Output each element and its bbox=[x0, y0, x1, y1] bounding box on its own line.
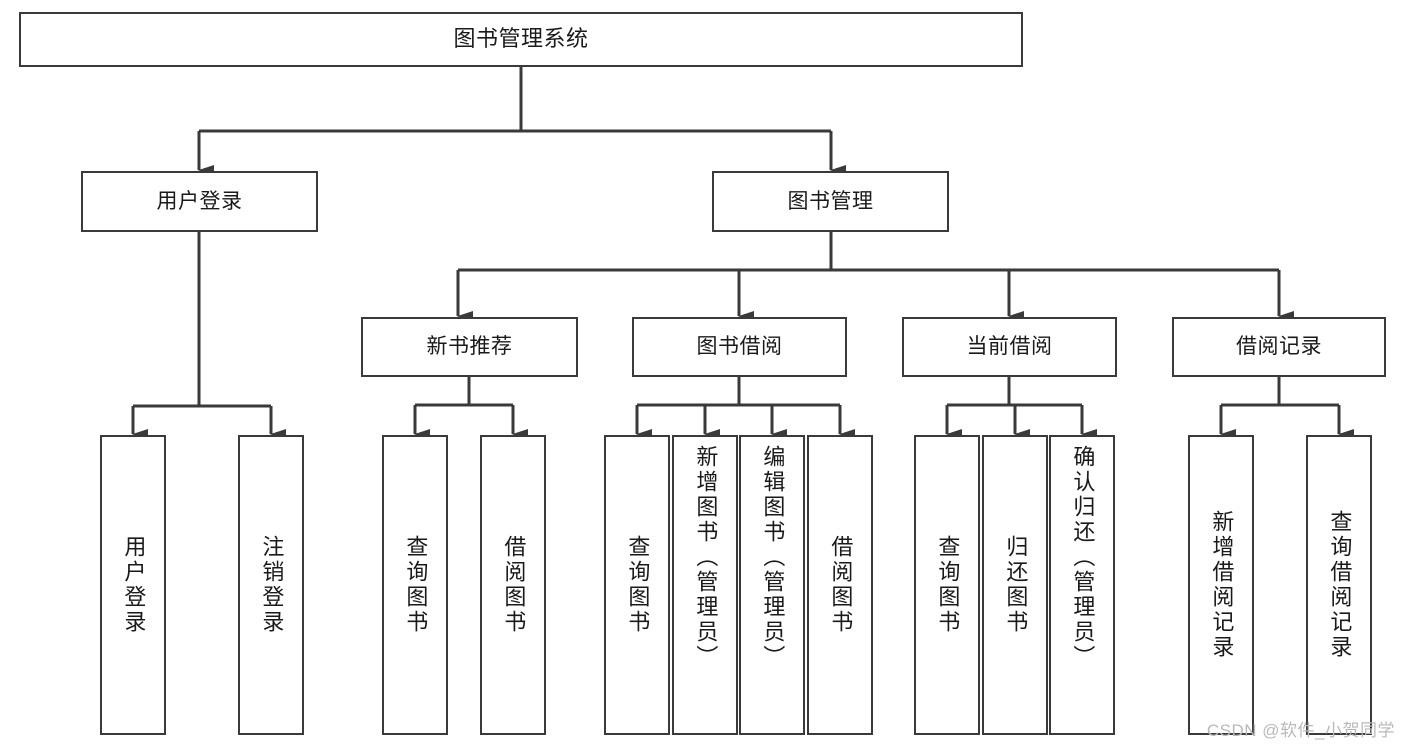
node-book-borrow[interactable]: 图书借阅 bbox=[632, 317, 847, 377]
node-label: 图书管理 bbox=[787, 189, 874, 213]
node-current-borrow[interactable]: 当前借阅 bbox=[902, 317, 1117, 377]
node-label: 归还图书 bbox=[1003, 535, 1029, 635]
node-label: 查询图书 bbox=[625, 535, 651, 635]
leaf-query-book-recommend[interactable]: 查询图书 bbox=[382, 435, 448, 735]
node-label: 确认归还（管理员） bbox=[1070, 445, 1096, 670]
leaf-query-book-current[interactable]: 查询图书 bbox=[914, 435, 980, 735]
node-borrow-record[interactable]: 借阅记录 bbox=[1172, 317, 1386, 377]
node-label: 借阅图书 bbox=[828, 535, 854, 635]
leaf-query-book-borrow[interactable]: 查询图书 bbox=[604, 435, 670, 735]
csdn-watermark: CSDN @软件_小贺同学 bbox=[1206, 721, 1395, 740]
node-label: 新书推荐 bbox=[426, 335, 513, 359]
node-root-book-management-system[interactable]: 图书管理系统 bbox=[19, 12, 1023, 67]
node-label: 用户登录 bbox=[156, 189, 243, 213]
leaf-user-login[interactable]: 用户登录 bbox=[100, 435, 166, 735]
node-label: 注销登录 bbox=[259, 535, 285, 635]
node-book-management[interactable]: 图书管理 bbox=[712, 171, 949, 232]
node-label: 当前借阅 bbox=[966, 335, 1053, 359]
node-label: 新增图书（管理员） bbox=[693, 445, 719, 670]
leaf-edit-book-admin[interactable]: 编辑图书（管理员） bbox=[739, 435, 805, 735]
leaf-borrow-book-recommend[interactable]: 借阅图书 bbox=[480, 435, 546, 735]
node-label: 编辑图书（管理员） bbox=[760, 445, 786, 670]
node-label: 新增借阅记录 bbox=[1209, 510, 1235, 660]
leaf-logout[interactable]: 注销登录 bbox=[238, 435, 304, 735]
leaf-return-book[interactable]: 归还图书 bbox=[982, 435, 1048, 735]
node-label: 查询图书 bbox=[935, 535, 961, 635]
node-label: 借阅记录 bbox=[1236, 335, 1322, 359]
leaf-confirm-return-admin[interactable]: 确认归还（管理员） bbox=[1049, 435, 1115, 735]
node-label: 借阅图书 bbox=[501, 535, 527, 635]
leaf-add-book-admin[interactable]: 新增图书（管理员） bbox=[672, 435, 738, 735]
leaf-query-borrow-record[interactable]: 查询借阅记录 bbox=[1306, 435, 1372, 735]
node-label: 图书借阅 bbox=[696, 335, 783, 359]
leaf-borrow-book[interactable]: 借阅图书 bbox=[807, 435, 873, 735]
node-new-book-recommend[interactable]: 新书推荐 bbox=[361, 317, 578, 377]
leaf-add-borrow-record[interactable]: 新增借阅记录 bbox=[1188, 435, 1254, 735]
node-label: 用户登录 bbox=[121, 535, 147, 635]
node-user-login[interactable]: 用户登录 bbox=[81, 171, 318, 232]
node-label: 图书管理系统 bbox=[453, 26, 589, 52]
node-label: 查询图书 bbox=[403, 535, 429, 635]
node-label: 查询借阅记录 bbox=[1327, 510, 1353, 660]
